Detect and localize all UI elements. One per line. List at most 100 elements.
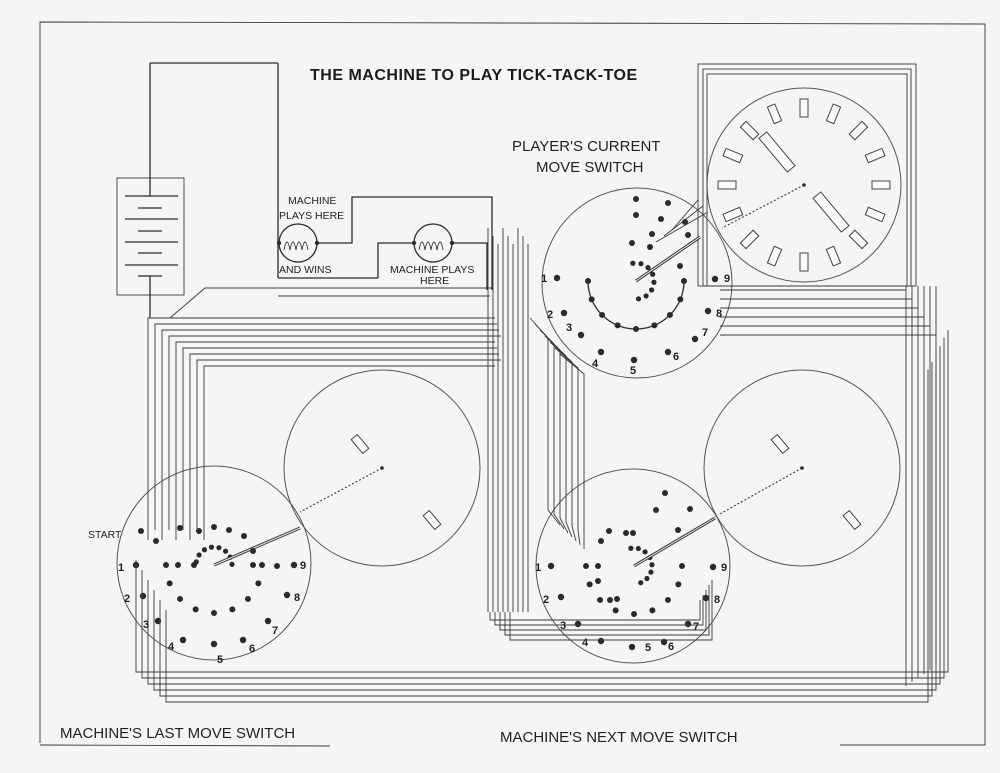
- dial-slot: [825, 103, 842, 125]
- contact-point: [675, 527, 681, 533]
- contact-point: [139, 592, 147, 600]
- contact-point: [711, 275, 719, 283]
- sheet-border: [39, 21, 986, 746]
- bus-wire: [147, 346, 941, 685]
- contact-point: [255, 580, 262, 587]
- dial-slot: [722, 206, 744, 223]
- bus-wire: [169, 287, 492, 319]
- contact-point: [645, 265, 651, 271]
- contact-point: [175, 562, 181, 568]
- bus-wire: [141, 338, 945, 679]
- contact-point: [229, 606, 236, 613]
- sheet-border-bottom-left: [39, 744, 331, 747]
- svg-text:HERE: HERE: [420, 275, 449, 287]
- contact-point: [666, 311, 673, 318]
- bus-wire: [554, 347, 581, 546]
- player-switch-label-line2: MOVE SWITCH: [536, 159, 644, 176]
- svg-text:PLAYS HERE: PLAYS HERE: [279, 210, 344, 222]
- contact-point: [709, 563, 717, 571]
- contact-point: [628, 545, 634, 551]
- contact-point: [685, 232, 691, 238]
- dial-pointer: [717, 467, 803, 516]
- lamp-machine-plays: MACHINE PLAYS HERE: [377, 223, 488, 290]
- dial-slot: [739, 120, 760, 141]
- switch-position-5: 5: [645, 642, 651, 654]
- contact-point: [677, 263, 683, 269]
- contact-point: [635, 545, 641, 552]
- switch-position-1: 1: [118, 562, 124, 574]
- svg-text:AND WINS: AND WINS: [279, 264, 332, 276]
- contact-point: [191, 562, 197, 568]
- contact-point: [583, 563, 589, 569]
- battery: [116, 62, 279, 318]
- contact-point: [643, 293, 649, 299]
- contact-point: [283, 591, 291, 599]
- contact-point: [595, 578, 601, 584]
- bus-wire: [663, 205, 704, 237]
- contact-point: [677, 296, 684, 303]
- dial-slot: [799, 252, 809, 272]
- contact-point: [597, 637, 605, 645]
- contact-point: [650, 271, 656, 277]
- contact-point: [290, 561, 298, 569]
- dial-slot: [722, 147, 744, 164]
- contact-point: [614, 596, 620, 602]
- contact-point: [664, 348, 672, 356]
- contact-point: [649, 231, 655, 237]
- contact-point: [644, 575, 650, 582]
- contact-point: [192, 606, 199, 613]
- contact-point: [201, 547, 208, 553]
- dial-hub: [800, 466, 804, 470]
- bus-wire: [539, 329, 569, 534]
- dial-marker: [770, 433, 790, 455]
- switch-position-9: 9: [721, 562, 727, 574]
- dial-slot: [864, 147, 886, 164]
- dial-marker: [350, 433, 370, 455]
- dial-center-marks: [299, 433, 442, 531]
- contact-point: [633, 326, 639, 332]
- dial-slot: [799, 98, 809, 118]
- contact-point: [250, 548, 256, 554]
- dial-slot: [848, 120, 869, 141]
- contact-point: [177, 525, 183, 531]
- bus-wire: [135, 330, 949, 673]
- bus-wire: [559, 353, 585, 549]
- switch-position-8: 8: [716, 308, 722, 320]
- start-label: START: [88, 529, 122, 541]
- contact-point: [607, 597, 613, 603]
- contact-point: [211, 610, 217, 616]
- dial-slot: [717, 180, 737, 190]
- bus-wire: [671, 199, 699, 231]
- dial-bottom-right: [703, 369, 901, 567]
- contact-point: [658, 216, 664, 222]
- contact-point: [597, 348, 605, 356]
- switch-position-7: 7: [272, 625, 278, 637]
- contact-point: [653, 507, 659, 513]
- rotor-arm-inner: [635, 236, 701, 282]
- switch-position-6: 6: [249, 643, 255, 655]
- next-move-switch-label: MACHINE'S NEXT MOVE SWITCH: [500, 729, 738, 746]
- switch-position-6: 6: [673, 351, 679, 363]
- bus-wire: [168, 335, 501, 530]
- svg-text:MACHINE PLAYS: MACHINE PLAYS: [390, 264, 474, 276]
- contact-point: [629, 240, 635, 246]
- contact-point: [196, 552, 202, 558]
- contact-point: [628, 643, 636, 651]
- contact-point: [630, 530, 636, 536]
- bus-wire: [182, 347, 497, 530]
- contact-point: [166, 580, 173, 587]
- contact-point: [138, 528, 144, 534]
- contact-point: [704, 307, 712, 315]
- contact-point: [638, 261, 644, 267]
- bus-wire: [159, 362, 933, 697]
- dial-slot: [848, 229, 869, 250]
- switch-position-1: 1: [535, 562, 541, 574]
- dial-indicator: [812, 191, 850, 233]
- bus-wire: [154, 323, 497, 530]
- contact-point: [614, 322, 621, 329]
- dial-marker: [422, 509, 442, 531]
- contact-point: [665, 200, 671, 206]
- contact-point: [210, 640, 218, 648]
- contact-point: [196, 528, 202, 534]
- contact-point: [586, 581, 593, 588]
